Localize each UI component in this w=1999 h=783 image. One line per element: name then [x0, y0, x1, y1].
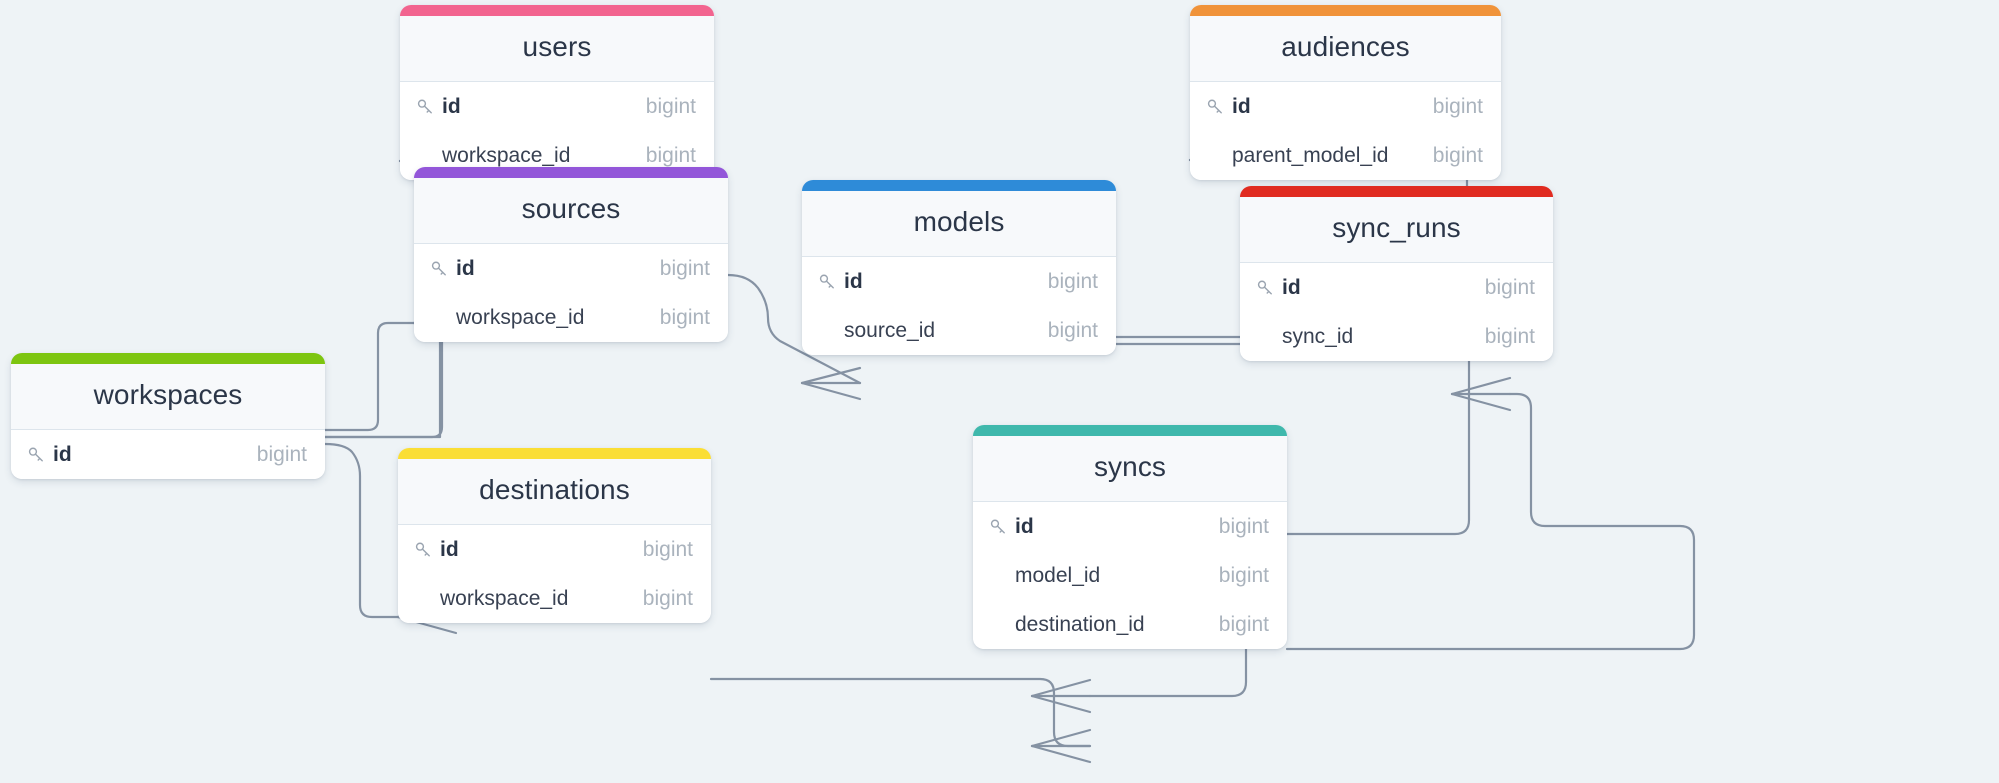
- table-node-sources[interactable]: sources id bigint workspace_id bigint: [414, 167, 728, 342]
- table-node-workspaces[interactable]: workspaces id bigint: [11, 353, 325, 479]
- table-column-row[interactable]: id bigint: [802, 257, 1116, 306]
- table-node-audiences[interactable]: audiences id bigint parent_model_id bigint: [1190, 5, 1501, 180]
- column-name: parent_model_id: [1232, 143, 1389, 167]
- column-type: bigint: [645, 143, 696, 167]
- column-type: bigint: [1484, 324, 1535, 348]
- key-icon: [989, 517, 1015, 536]
- table-title-sources: sources: [414, 178, 728, 244]
- table-accent-bar-sync_runs: [1240, 186, 1553, 197]
- column-name: id: [442, 94, 461, 118]
- column-name: model_id: [1015, 563, 1101, 587]
- column-name: id: [1232, 94, 1251, 118]
- table-title-destinations: destinations: [398, 459, 711, 525]
- column-name: workspace_id: [456, 305, 585, 329]
- crow-foot-syncs-destination: [1030, 728, 1092, 764]
- table-column-row[interactable]: source_id bigint: [802, 306, 1116, 355]
- column-type: bigint: [1432, 143, 1483, 167]
- table-title-workspaces: workspaces: [11, 364, 325, 430]
- table-column-row[interactable]: workspace_id bigint: [414, 293, 728, 342]
- column-type: bigint: [1218, 612, 1269, 636]
- edge-syncs-sync_runs: [1285, 376, 1696, 651]
- column-name: id: [53, 442, 72, 466]
- table-accent-bar-destinations: [398, 448, 711, 459]
- column-type: bigint: [1218, 514, 1269, 538]
- table-accent-bar-workspaces: [11, 353, 325, 364]
- key-icon: [416, 97, 442, 116]
- column-type: bigint: [256, 442, 307, 466]
- table-title-audiences: audiences: [1190, 16, 1501, 82]
- column-type: bigint: [1218, 563, 1269, 587]
- table-accent-bar-audiences: [1190, 5, 1501, 16]
- table-accent-bar-users: [400, 5, 714, 16]
- column-name: destination_id: [1015, 612, 1145, 636]
- key-icon: [1256, 278, 1282, 297]
- column-name: sync_id: [1282, 324, 1354, 348]
- table-title-users: users: [400, 16, 714, 82]
- table-column-row[interactable]: id bigint: [414, 244, 728, 293]
- column-type: bigint: [642, 537, 693, 561]
- column-name: workspace_id: [440, 586, 569, 610]
- table-column-row[interactable]: id bigint: [1190, 82, 1501, 131]
- table-node-users[interactable]: users id bigint workspace_id bigint: [400, 5, 714, 180]
- table-node-models[interactable]: models id bigint source_id bigint: [802, 180, 1116, 355]
- column-type: bigint: [659, 305, 710, 329]
- key-icon: [818, 272, 844, 291]
- table-title-syncs: syncs: [973, 436, 1287, 502]
- crow-foot-sync_runs: [1450, 376, 1512, 412]
- table-column-row[interactable]: id bigint: [11, 430, 325, 479]
- table-column-row[interactable]: sync_id bigint: [1240, 312, 1553, 361]
- table-title-models: models: [802, 191, 1116, 257]
- table-column-row[interactable]: id bigint: [1240, 263, 1553, 312]
- table-column-row[interactable]: destination_id bigint: [973, 600, 1287, 649]
- edge-destinations-syncs: [709, 677, 1092, 764]
- key-icon: [430, 259, 456, 278]
- column-type: bigint: [645, 94, 696, 118]
- column-type: bigint: [642, 586, 693, 610]
- column-type: bigint: [659, 256, 710, 280]
- key-icon: [27, 445, 53, 464]
- column-name: id: [1282, 275, 1301, 299]
- column-name: id: [844, 269, 863, 293]
- table-column-row[interactable]: id bigint: [400, 82, 714, 131]
- column-type: bigint: [1432, 94, 1483, 118]
- table-accent-bar-syncs: [973, 425, 1287, 436]
- column-name: source_id: [844, 318, 936, 342]
- table-accent-bar-sources: [414, 167, 728, 178]
- column-name: id: [440, 537, 459, 561]
- table-column-row[interactable]: id bigint: [398, 525, 711, 574]
- column-name: id: [456, 256, 475, 280]
- column-name: workspace_id: [442, 143, 571, 167]
- table-column-row[interactable]: parent_model_id bigint: [1190, 131, 1501, 180]
- column-type: bigint: [1047, 269, 1098, 293]
- column-name: id: [1015, 514, 1034, 538]
- table-column-row[interactable]: workspace_id bigint: [398, 574, 711, 623]
- crow-foot-syncs-model: [1030, 678, 1092, 714]
- crow-foot-models: [800, 366, 862, 401]
- table-node-destinations[interactable]: destinations id bigint workspace_id bigint: [398, 448, 711, 623]
- table-title-sync_runs: sync_runs: [1240, 197, 1553, 263]
- key-icon: [1206, 97, 1232, 116]
- column-type: bigint: [1484, 275, 1535, 299]
- table-column-row[interactable]: model_id bigint: [973, 551, 1287, 600]
- table-accent-bar-models: [802, 180, 1116, 191]
- key-icon: [414, 540, 440, 559]
- column-type: bigint: [1047, 318, 1098, 342]
- table-column-row[interactable]: id bigint: [973, 502, 1287, 551]
